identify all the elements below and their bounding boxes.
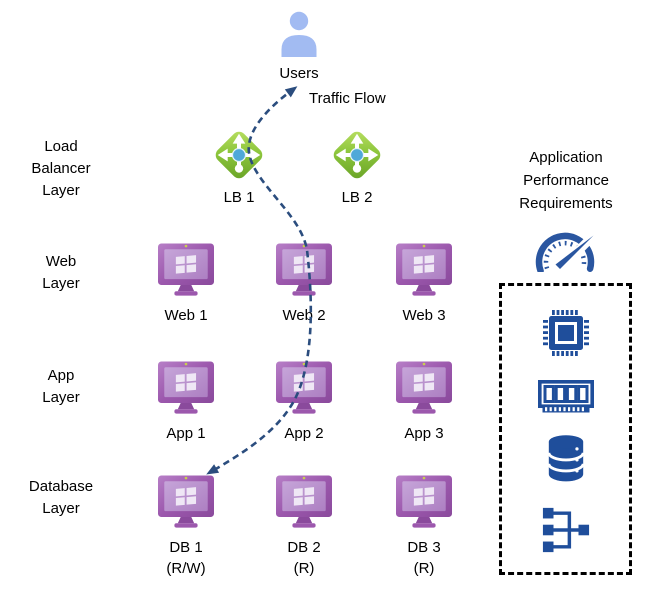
db3-label: DB 3 <box>407 539 441 556</box>
requirements-box <box>499 283 632 575</box>
monitor-icon <box>155 242 217 298</box>
cpu-icon <box>540 307 592 359</box>
db1-label: DB 1 <box>169 539 203 556</box>
app2-label: App 2 <box>284 425 324 442</box>
lb1-node: LB 1 <box>191 126 287 208</box>
traffic-flow-label: Traffic Flow <box>309 90 386 107</box>
monitor-icon <box>155 474 217 530</box>
app1-label: App 1 <box>166 425 206 442</box>
lb2-label: LB 2 <box>341 189 373 206</box>
db2-label: DB 2 <box>287 539 321 556</box>
web3-node: Web 3 <box>374 242 474 326</box>
memory-icon <box>536 377 596 417</box>
db1-mode: (R/W) <box>166 560 206 577</box>
db2-mode: (R) <box>293 560 315 577</box>
monitor-icon <box>155 360 217 416</box>
load-balancer-icon <box>328 126 386 184</box>
requirements-title: Application Performance Requirements <box>519 149 613 212</box>
layer-label-web: Web Layer <box>42 253 80 292</box>
web2-node: Web 2 <box>254 242 354 326</box>
app2-node: App 2 <box>254 360 354 444</box>
app3-node: App 3 <box>374 360 474 444</box>
app3-label: App 3 <box>404 425 444 442</box>
layer-label-load-balancer: Load Balancer Layer <box>31 138 91 199</box>
web1-node: Web 1 <box>136 242 236 326</box>
person-icon <box>275 11 323 57</box>
monitor-icon <box>393 360 455 416</box>
monitor-icon <box>393 474 455 530</box>
arrowhead-down-icon <box>206 464 220 475</box>
web3-label: Web 3 <box>402 307 446 324</box>
monitor-icon <box>273 360 335 416</box>
monitor-icon <box>273 242 335 298</box>
web2-label: Web 2 <box>282 307 326 324</box>
db2-node: DB 2 (R) <box>254 474 354 579</box>
db3-node: DB 3 (R) <box>374 474 474 579</box>
db3-mode: (R) <box>413 560 435 577</box>
users-node: Users <box>249 11 349 84</box>
speedometer-icon <box>529 220 609 272</box>
app1-node: App 1 <box>136 360 236 444</box>
hierarchy-icon <box>541 506 591 554</box>
db1-node: DB 1 (R/W) <box>136 474 236 579</box>
database-icon <box>545 433 587 483</box>
layer-label-app: App Layer <box>42 367 80 406</box>
monitor-icon <box>273 474 335 530</box>
web1-label: Web 1 <box>164 307 208 324</box>
arrowhead-up-icon <box>284 86 298 98</box>
layer-label-database: Database Layer <box>28 478 94 517</box>
users-label: Users <box>279 65 319 82</box>
lb1-label: LB 1 <box>223 189 255 206</box>
load-balancer-icon <box>210 126 268 184</box>
monitor-icon <box>393 242 455 298</box>
lb2-node: LB 2 <box>309 126 405 208</box>
